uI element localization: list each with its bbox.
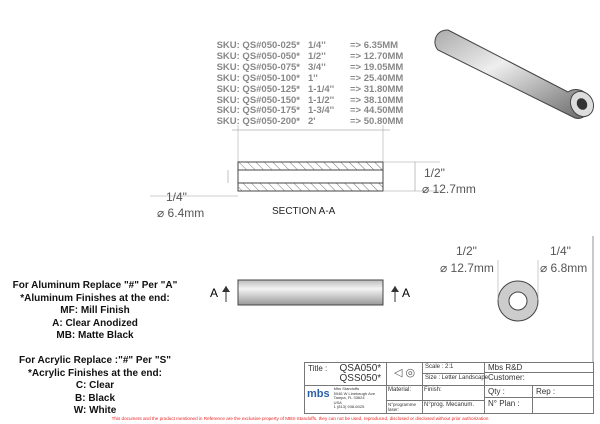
sku-inch: 1/4'' <box>308 40 326 51</box>
note-line: B: Black <box>74 392 115 404</box>
end-inner-inch: 1/4" <box>550 244 571 258</box>
plan-number: N° Plan : <box>488 399 520 408</box>
sku-sku: SKU: QS#050-125* <box>216 83 300 95</box>
section-inner-inch: 1/4" <box>166 190 187 204</box>
finish-notes: For Aluminum Replace "#" Per "A"*Aluminu… <box>0 280 190 418</box>
sku-sku: SKU: QS#050-050* <box>216 50 300 62</box>
sku-row: SKU: QS#050-200* 2' => 50.80MM <box>200 116 420 128</box>
sku-inch: 1-3/4'' <box>308 105 335 117</box>
note-line: MB: Matte Black <box>56 330 134 341</box>
section-marker-left: A <box>210 286 219 300</box>
sku-sku: SKU: QS#050-150* <box>216 94 300 106</box>
note-line: A: Clear Anodized <box>52 317 138 329</box>
sku-mm: => 38.10MM <box>350 94 404 106</box>
sku-mm: => 44.50MM <box>350 105 404 117</box>
title-values: QSA050*QSS050* <box>336 362 387 386</box>
finish: Finish: <box>424 387 442 393</box>
section-label: SECTION A-A <box>272 206 336 217</box>
address-line: Tampa, FL 33624 <box>333 395 365 400</box>
sku-inch: 1-1/4'' <box>308 83 335 95</box>
sku-row: SKU: QS#050-075* 3/4'' => 19.05MM <box>200 61 420 74</box>
side-view <box>237 279 384 306</box>
sku-row: SKU: QS#050-100* 1'' => 25.40MM <box>200 72 420 85</box>
scale: Scale : 2:1 <box>423 363 484 374</box>
size: Size : Letter Landscape <box>425 375 489 381</box>
sku-inch: 2' <box>308 116 316 128</box>
address-line: USA <box>333 399 342 405</box>
note-line: For Aluminum Replace "#" Per "A" <box>12 280 178 291</box>
sku-sku: SKU: QS#050-200* <box>216 116 300 128</box>
sku-inch: 3/4'' <box>308 61 326 73</box>
sku-mm: => 25.40MM <box>350 72 404 84</box>
note-line: W: White <box>73 405 117 416</box>
end-view <box>497 280 539 322</box>
section-view <box>237 161 384 192</box>
sku-sku: SKU: QS#050-025* <box>216 40 300 51</box>
section-outer-mm: ⌀ 12.7mm <box>422 182 476 196</box>
company: Mbs R&D <box>485 363 593 373</box>
address-line: 5046 W Linebaugh Ave <box>333 390 375 396</box>
sku-inch: 1'' <box>308 72 318 84</box>
section-inner-mm: ⌀ 6.4mm <box>157 206 205 220</box>
footer-disclaimer: This document and the product mentioned … <box>111 416 489 421</box>
title-1: QSA050* <box>339 363 382 374</box>
sku-mm: => 31.80MM <box>350 83 404 95</box>
title-2: QSS050* <box>339 373 382 384</box>
note-line: *Aluminum Finishes at the end: <box>20 292 170 304</box>
sku-sku: SKU: QS#050-100* <box>216 72 300 84</box>
note-line: C: Clear <box>75 380 115 391</box>
material: Material: <box>388 387 412 393</box>
isometric-tube <box>434 29 595 119</box>
sku-mm: => 12.70MM <box>350 50 404 62</box>
end-outer-inch: 1/2" <box>456 244 477 258</box>
sku-inch: 1/2'' <box>308 50 326 62</box>
sku-row: SKU: QS#050-175* 1-3/4'' => 44.50MM <box>200 106 420 117</box>
note-line: MF: Mill Finish <box>60 305 130 316</box>
sku-mm: => 50.80MM <box>350 116 404 128</box>
sku-row: SKU: QS#050-025* 1/4'' => 6.35MM <box>200 40 420 52</box>
rep: Rep : <box>533 386 593 398</box>
sku-sku: SKU: QS#050-175* <box>216 105 300 117</box>
sku-row: SKU: QS#050-150* 1-1/2'' => 38.10MM <box>200 94 420 107</box>
projection-icon: ◁ ◎ <box>386 362 423 386</box>
address-line: 1 (813) 938-6025 <box>333 404 365 409</box>
note-line: *Acrylic Finishes at the end: <box>28 367 162 379</box>
address-line: Mbs Standoffs <box>333 386 360 391</box>
end-outer-mm: ⌀ 12.7mm <box>440 261 494 275</box>
qty: Qty : <box>485 386 532 398</box>
section-outer-inch: 1/2" <box>424 166 445 180</box>
note-line: For Acrylic Replace :"#" Per "S" <box>19 355 171 366</box>
sku-row: SKU: QS#050-050* 1/2'' => 12.70MM <box>200 50 420 63</box>
sku-mm: => 6.35MM <box>350 40 399 51</box>
end-inner-mm: ⌀ 6.8mm <box>540 261 588 275</box>
company-logo: mbs <box>307 388 330 400</box>
sku-mm: => 19.05MM <box>350 61 404 73</box>
sku-row: SKU: QS#050-125* 1-1/4'' => 31.80MM <box>200 83 420 96</box>
mecanum-program: N°prog. Mecanum. <box>423 400 484 410</box>
title-label: Title : <box>304 362 337 386</box>
sku-inch: 1-1/2'' <box>308 94 335 106</box>
laser-program: N°programme laser: <box>387 400 422 413</box>
sku-sku: SKU: QS#050-075* <box>216 61 300 73</box>
note-line <box>0 343 190 356</box>
customer: Customer: <box>488 373 525 382</box>
section-marker-right: A <box>402 286 411 300</box>
